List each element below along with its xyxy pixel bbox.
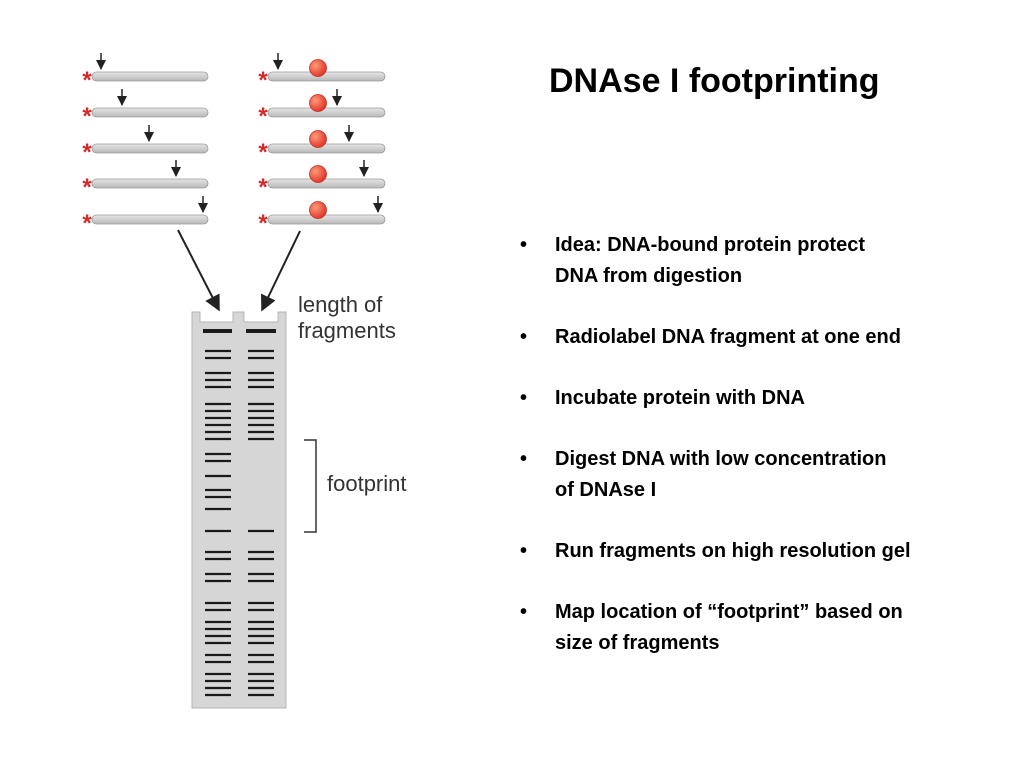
dna-strand [267,214,386,225]
radiolabel-marker: * [82,67,92,94]
strand-5: * [82,196,209,237]
bound-protein [309,59,327,77]
radiolabel-marker: * [82,210,92,237]
bullet-item: Incubate protein with DNA [520,383,1020,414]
bullet-item: Run fragments on high resolution gel [520,536,1020,567]
length-label-line: fragments [298,318,396,343]
strand-2: * [82,89,209,130]
dna-strand [267,71,386,82]
lane-no-protein [203,329,232,697]
bound-protein [309,201,327,219]
load-arrow-right [261,230,301,312]
radiolabel-marker: * [258,103,268,130]
dna-strand [91,143,209,154]
strand-5: * [258,196,386,237]
strand-1: * [82,53,209,94]
bullet-item: Radiolabel DNA fragment at one end [520,322,1020,353]
dna-strand [267,143,386,154]
lane-with-protein [246,329,276,697]
bullet-item: Map location of “footprint” based on siz… [520,597,1020,659]
bullet-item: Digest DNA with low concentration of DNA… [520,444,1020,506]
radiolabel-marker: * [82,174,92,201]
strand-4: * [82,160,209,201]
gel [191,311,287,709]
radiolabel-marker: * [82,139,92,166]
dna-strand [91,178,209,189]
footprinting-diagram: * * * * * * [82,53,407,709]
dna-strand [91,214,209,225]
bound-protein [309,94,327,112]
strand-2: * [258,89,386,130]
strands-no-protein: * * * * * [82,53,209,237]
bound-protein [309,165,327,183]
footprint-bracket [304,439,317,533]
load-arrow-left [177,229,220,312]
bullet-item: Idea: DNA-bound protein protect DNA from… [520,230,1020,292]
strand-4: * [258,160,386,201]
footprint-label: footprint [327,471,407,496]
bullet-list: Idea: DNA-bound protein protect DNA from… [520,230,1020,689]
strand-3: * [82,125,209,166]
strand-1: * [258,53,386,94]
radiolabel-marker: * [258,139,268,166]
radiolabel-marker: * [258,174,268,201]
dna-strand [267,178,386,189]
bound-protein [309,130,327,148]
radiolabel-marker: * [258,67,268,94]
dna-strand [267,107,386,118]
length-label-line: length of [298,292,383,317]
radiolabel-marker: * [258,210,268,237]
radiolabel-marker: * [82,103,92,130]
strands-with-protein: * * * * * [258,53,386,237]
slide-title: DNAse I footprinting [549,62,880,100]
dna-strand [91,71,209,82]
strand-3: * [258,125,386,166]
dna-strand [91,107,209,118]
